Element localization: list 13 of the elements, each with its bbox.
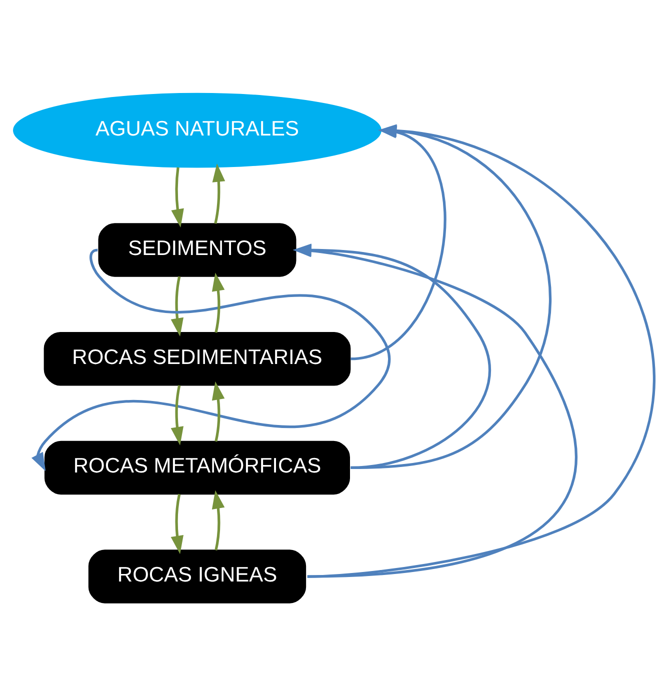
arrow bbox=[170, 493, 184, 554]
node-box: ROCAS SEDIMENTARIAS bbox=[44, 331, 351, 386]
arrow bbox=[170, 276, 184, 336]
arrow bbox=[170, 384, 184, 445]
arrow bbox=[212, 490, 225, 550]
arrow bbox=[212, 162, 226, 224]
node-box: ROCAS IGNEAS bbox=[88, 549, 306, 603]
node-ellipse: AGUAS NATURALES bbox=[13, 92, 382, 168]
node-box: SEDIMENTOS bbox=[98, 222, 296, 276]
node-box: ROCAS METAMÓRFICAS bbox=[44, 440, 350, 494]
arrow bbox=[171, 166, 184, 227]
arrow bbox=[212, 272, 225, 332]
arrow bbox=[212, 380, 225, 442]
